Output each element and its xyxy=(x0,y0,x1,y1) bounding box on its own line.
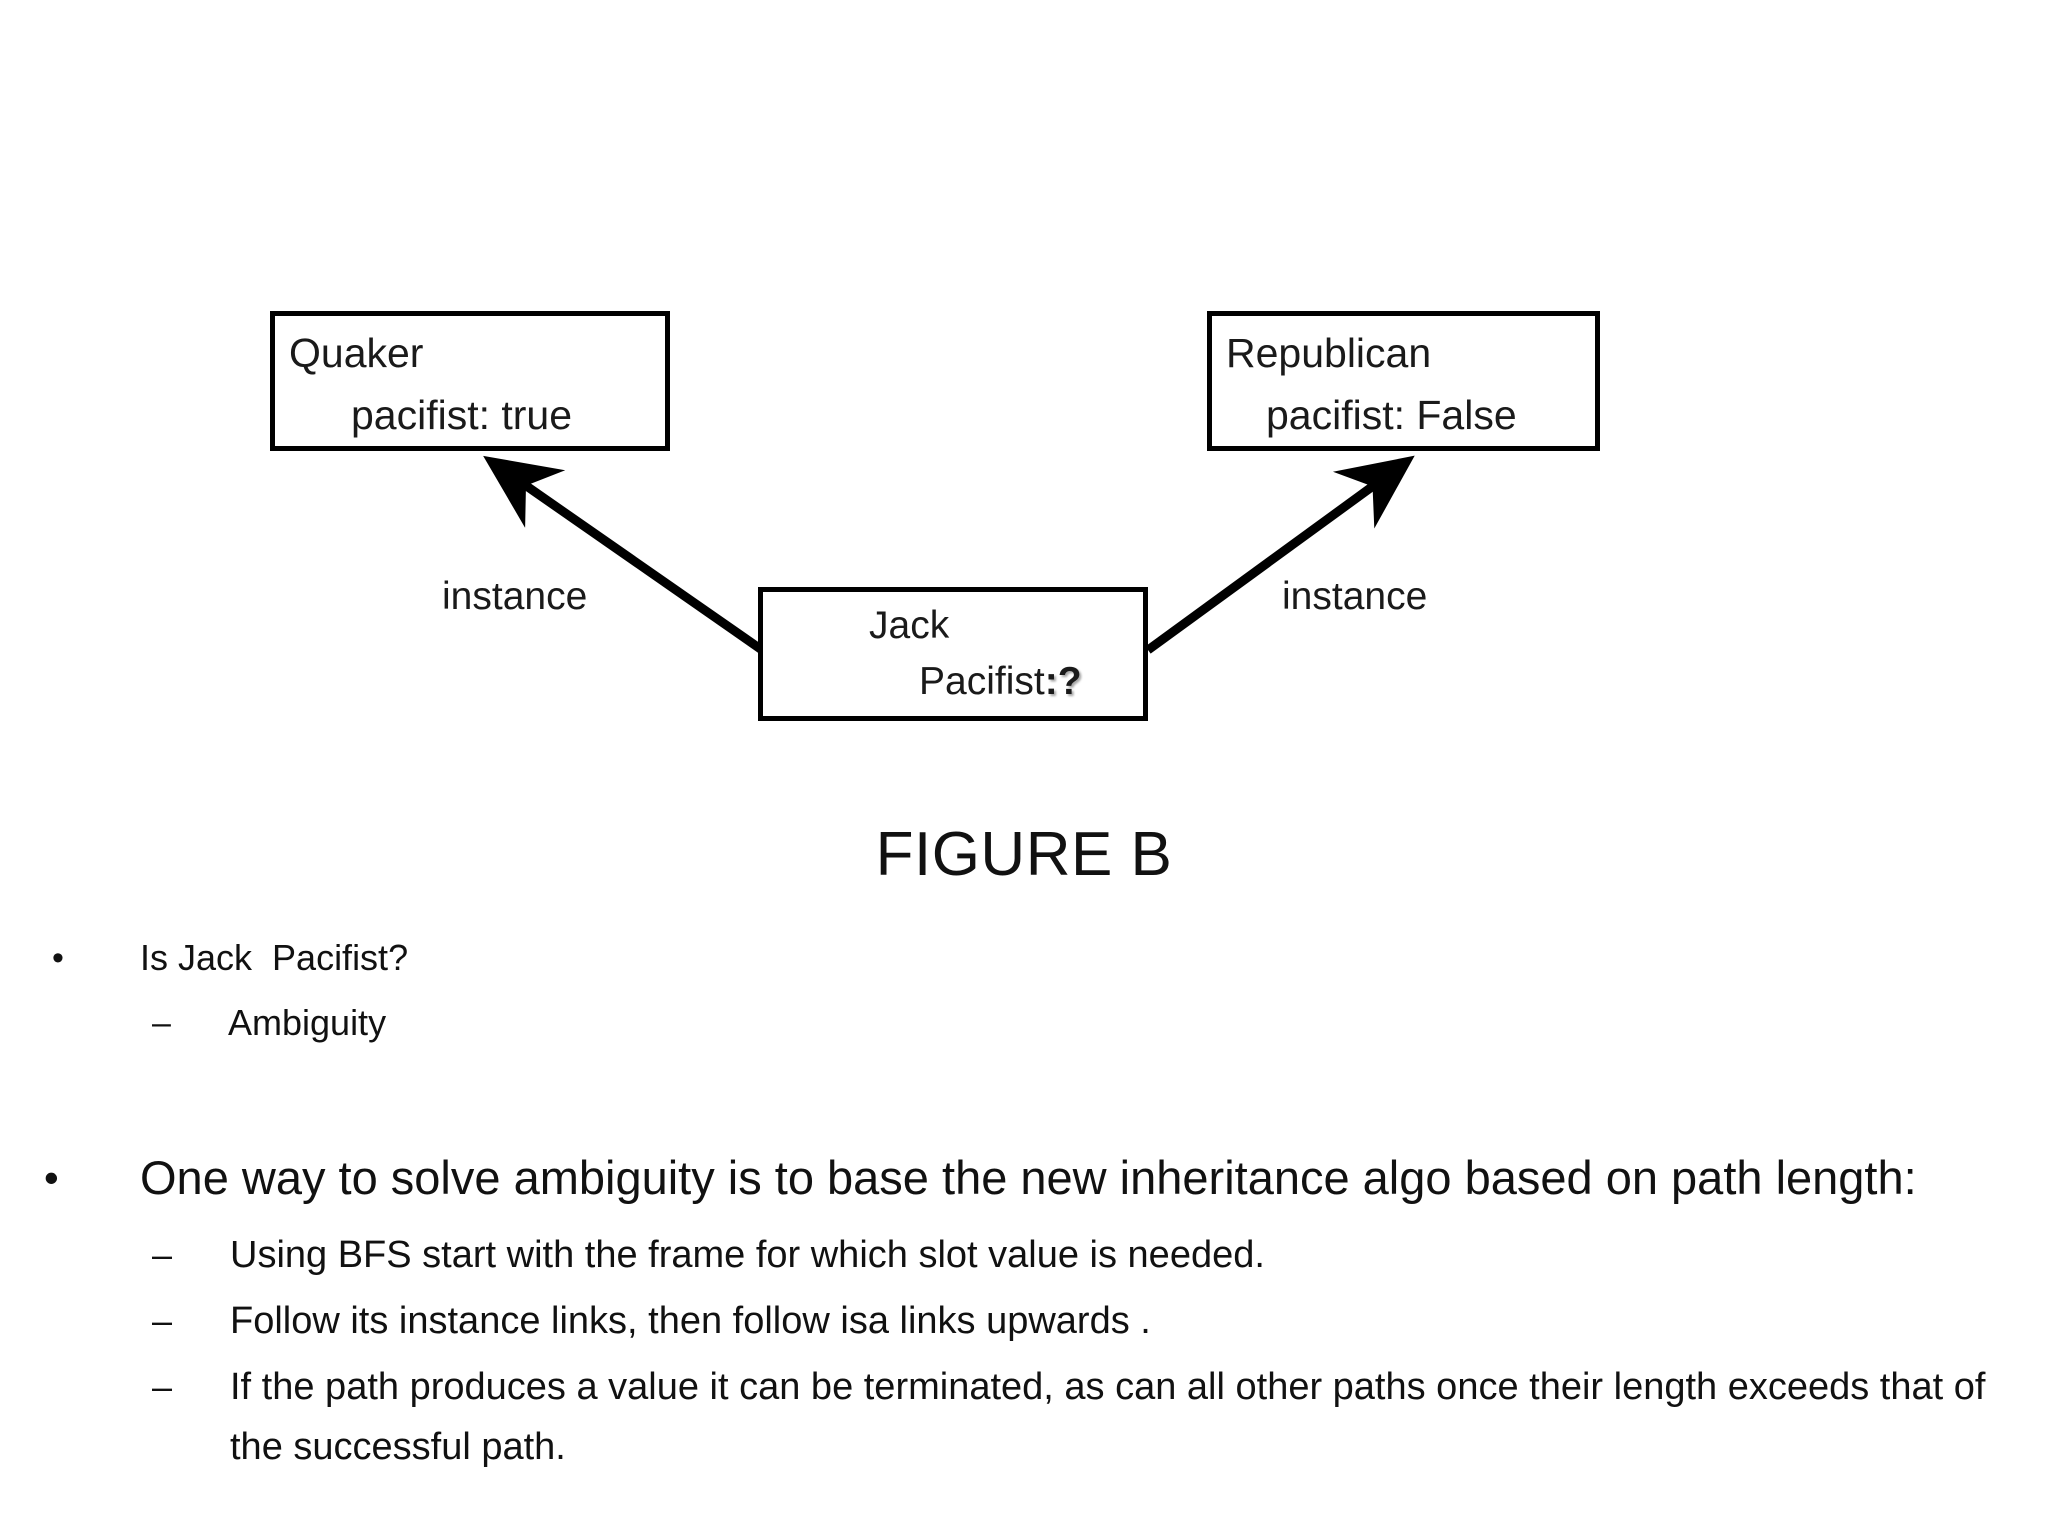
edge-jack-to-quaker xyxy=(483,455,765,654)
bullet-marker-dash: – xyxy=(152,1234,173,1275)
bullet-item-follow-instance-links: – Follow its instance links, then follow… xyxy=(152,1291,2048,1351)
diagram-arrows-layer xyxy=(483,455,1415,654)
node-quaker[interactable]: Quaker pacifist: true xyxy=(270,311,670,451)
frame-inheritance-diagram: Quaker pacifist: true Republican pacifis… xyxy=(270,311,1600,721)
edge-label-instance-right: instance xyxy=(1282,575,1428,618)
edge-jack-to-republican xyxy=(1145,455,1415,654)
bullet-item-ambiguity: – Ambiguity xyxy=(152,996,2048,1050)
node-republican-slot: pacifist: False xyxy=(1266,392,1517,438)
node-jack-slot-value: ? xyxy=(1057,660,1082,703)
node-jack-title: Jack xyxy=(869,604,950,647)
bullet-text: Ambiguity xyxy=(228,1002,387,1043)
node-quaker-slot: pacifist: true xyxy=(351,392,573,438)
bullet-marker: • xyxy=(52,939,64,977)
bullet-item-using-bfs: – Using BFS start with the frame for whi… xyxy=(152,1225,2048,1285)
bullet-item-path-termination: – If the path produces a value it can be… xyxy=(152,1357,2048,1477)
bullet-marker-dash: – xyxy=(152,1366,173,1407)
figure-caption: FIGURE B xyxy=(875,820,1173,889)
bullet-item-is-jack-pacifist: • Is Jack Pacifist? xyxy=(52,930,2048,986)
bullet-item-path-length: • One way to solve ambiguity is to base … xyxy=(44,1144,2048,1211)
node-jack-slot-separator: : xyxy=(1044,660,1058,703)
bullet-marker-dash: – xyxy=(152,1300,173,1341)
edge-label-instance-left: instance xyxy=(442,575,588,618)
bullet-marker: • xyxy=(44,1154,59,1201)
node-jack-slot-label: Pacifist xyxy=(919,660,1045,703)
node-jack-slot: Pacifist:? xyxy=(777,654,1129,710)
node-republican[interactable]: Republican pacifist: False xyxy=(1207,311,1600,451)
bullet-text: Follow its instance links, then follow i… xyxy=(230,1300,1151,1342)
node-jack[interactable]: Jack Pacifist:? xyxy=(758,587,1148,721)
bullet-text: Is Jack Pacifist? xyxy=(140,937,409,978)
node-quaker-title: Quaker xyxy=(289,330,424,376)
bullet-content: • Is Jack Pacifist? – Ambiguity • One wa… xyxy=(0,930,2048,1477)
bullet-text: If the path produces a value it can be t… xyxy=(230,1366,1986,1468)
node-republican-title: Republican xyxy=(1226,330,1432,376)
bullet-marker-dash: – xyxy=(152,1004,171,1042)
bullet-text: One way to solve ambiguity is to base th… xyxy=(140,1151,1917,1204)
bullet-text: Using BFS start with the frame for which… xyxy=(230,1234,1265,1276)
